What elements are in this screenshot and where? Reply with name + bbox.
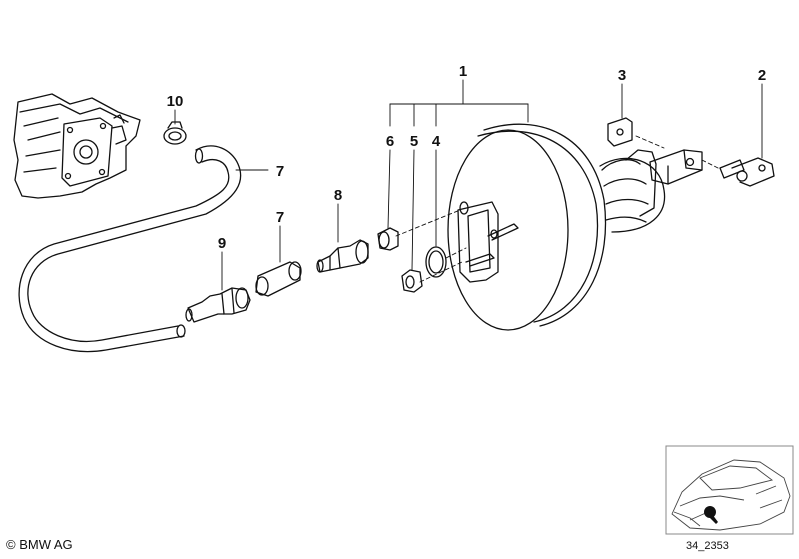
callout-8: 8 [334, 187, 342, 204]
leader-lines [174, 79, 763, 291]
copyright-notice: © BMW AG [6, 537, 73, 552]
check-valve [185, 287, 251, 323]
gasket-ring [425, 246, 447, 278]
intake-manifold [13, 93, 141, 199]
callout-2: 2 [758, 67, 766, 84]
vacuum-hose-long [18, 145, 242, 353]
nut [401, 269, 423, 293]
vacuum-hose-short [255, 261, 302, 297]
locator-pointer [710, 514, 718, 524]
callout-9: 9 [218, 235, 226, 252]
location-inset [665, 445, 794, 535]
callout-5: 5 [410, 133, 418, 150]
callout-7-long-hose: 7 [276, 163, 284, 180]
retainer-clip [607, 117, 633, 147]
callout-4: 4 [432, 133, 441, 150]
callout-10: 10 [167, 93, 184, 110]
grommet [377, 227, 399, 251]
brake-servo [447, 123, 666, 331]
hose-clamp [163, 121, 187, 145]
callout-1: 1 [459, 63, 467, 80]
callout-3: 3 [618, 67, 626, 84]
fork-head [649, 149, 703, 185]
hose-nipple [316, 239, 369, 273]
clevis-pin-clip [719, 157, 775, 187]
installation-lines [395, 135, 719, 283]
callout-6: 6 [386, 133, 394, 150]
car-outline-icon [671, 459, 791, 531]
callout-7-short-hose: 7 [276, 209, 284, 226]
diagram-code: 34_2353 [686, 540, 729, 552]
servo-location-marker [704, 506, 716, 518]
